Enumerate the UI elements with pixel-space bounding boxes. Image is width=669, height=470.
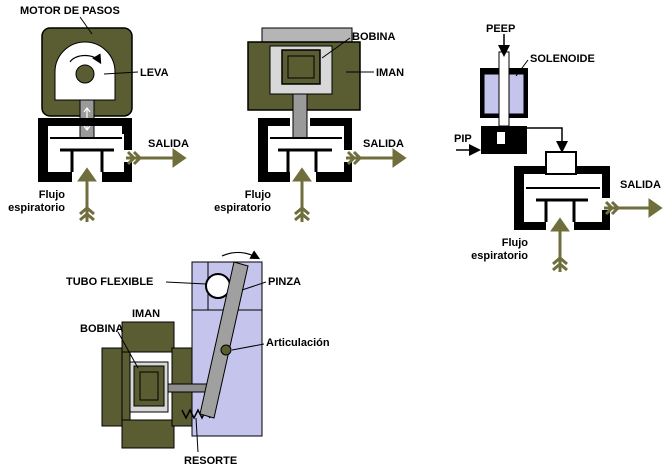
label-flow-line1: Flujo <box>245 189 272 201</box>
inlet-tube <box>278 148 332 172</box>
label-spring: RESORTE <box>184 455 237 467</box>
rotation-arrow-icon <box>69 53 102 65</box>
leader-cam <box>103 71 139 75</box>
valve-rod <box>292 93 308 139</box>
label-flow-line2: espiratorio <box>214 202 271 214</box>
leader-stepper-motor <box>79 16 93 35</box>
label-stepper-motor: MOTOR DE PASOS <box>20 5 120 17</box>
label-cam: LEVA <box>140 67 169 79</box>
clamp-motion-icon <box>221 250 261 260</box>
label-pip: PIP <box>454 133 472 145</box>
inlet-flow-arrow-icon <box>292 167 312 222</box>
label-magnet: IMAN <box>132 308 160 320</box>
coil-inner <box>139 371 159 401</box>
panel-solenoid: PEEP SOLENOIDE PIP SALIDA Flujo espirato… <box>454 23 663 272</box>
label-outlet: SALIDA <box>148 138 189 150</box>
inlet-flow-arrow-icon <box>77 167 97 222</box>
panel-magnet-coil: BOBINA IMAN SALIDA Flujo espiratorio <box>214 27 407 222</box>
panel-pinch-valve: TUBO FLEXIBLE PINZA IMAN BOBINA Articula… <box>66 250 330 467</box>
label-flow-line2: espiratorio <box>8 202 65 214</box>
label-flow-line1: Flujo <box>502 237 529 249</box>
outlet-flow-arrow-icon <box>346 148 407 168</box>
inlet-flow-arrow-icon <box>550 217 570 272</box>
pip-port-inner <box>497 132 505 144</box>
valve-housing-right <box>310 118 352 182</box>
leader-spring <box>195 417 199 453</box>
joint <box>220 344 232 356</box>
inlet-tube <box>60 148 114 172</box>
magnet-top-plate <box>261 27 353 43</box>
magnet-plate <box>101 347 123 427</box>
coil <box>133 365 165 407</box>
valve-housing-right <box>102 134 132 182</box>
label-outlet: SALIDA <box>363 138 404 150</box>
pilot-chamber <box>545 151 577 175</box>
pilot-line <box>516 127 568 153</box>
label-flexible-tube: TUBO FLEXIBLE <box>66 276 153 288</box>
outlet-flow-arrow-icon <box>604 198 663 218</box>
label-clamp: PINZA <box>268 276 301 288</box>
valve-housing <box>38 118 132 182</box>
label-magnet: IMAN <box>376 67 404 79</box>
magnet-top <box>121 321 175 353</box>
label-peep: PEEP <box>486 23 515 35</box>
leader-solenoid <box>515 59 529 77</box>
clamp-lever <box>199 261 249 419</box>
label-outlet: SALIDA <box>620 179 661 191</box>
solenoid-coil-right <box>507 73 525 115</box>
label-joint: Articulación <box>266 337 330 349</box>
valve-housing-right <box>574 166 610 230</box>
label-coil: BOBINA <box>80 323 123 335</box>
plunger <box>498 51 510 127</box>
leader-coil <box>321 37 351 59</box>
valve-housing <box>258 118 290 182</box>
cam-hub <box>75 64 95 84</box>
panel-stepper-motor: MOTOR DE PASOS LEVA SALIDA Flujo espirat… <box>8 5 189 222</box>
coil-core <box>287 55 315 79</box>
outlet-flow-arrow-icon <box>126 148 187 168</box>
leader-flexible-tube <box>165 281 207 285</box>
label-flow-line1: Flujo <box>39 189 66 201</box>
label-coil: BOBINA <box>352 31 395 43</box>
leader-joint <box>231 343 265 351</box>
valve-housing <box>514 166 546 230</box>
solenoid-coil-left <box>483 73 501 115</box>
magnet-bottom <box>121 419 175 449</box>
magnet-core-left <box>121 351 131 421</box>
label-flow-line2: espiratorio <box>471 250 528 262</box>
leader-clamp <box>241 281 267 291</box>
leader-coil <box>117 331 139 369</box>
label-solenoid: SOLENOIDE <box>530 53 595 65</box>
inlet-tube <box>536 198 588 222</box>
